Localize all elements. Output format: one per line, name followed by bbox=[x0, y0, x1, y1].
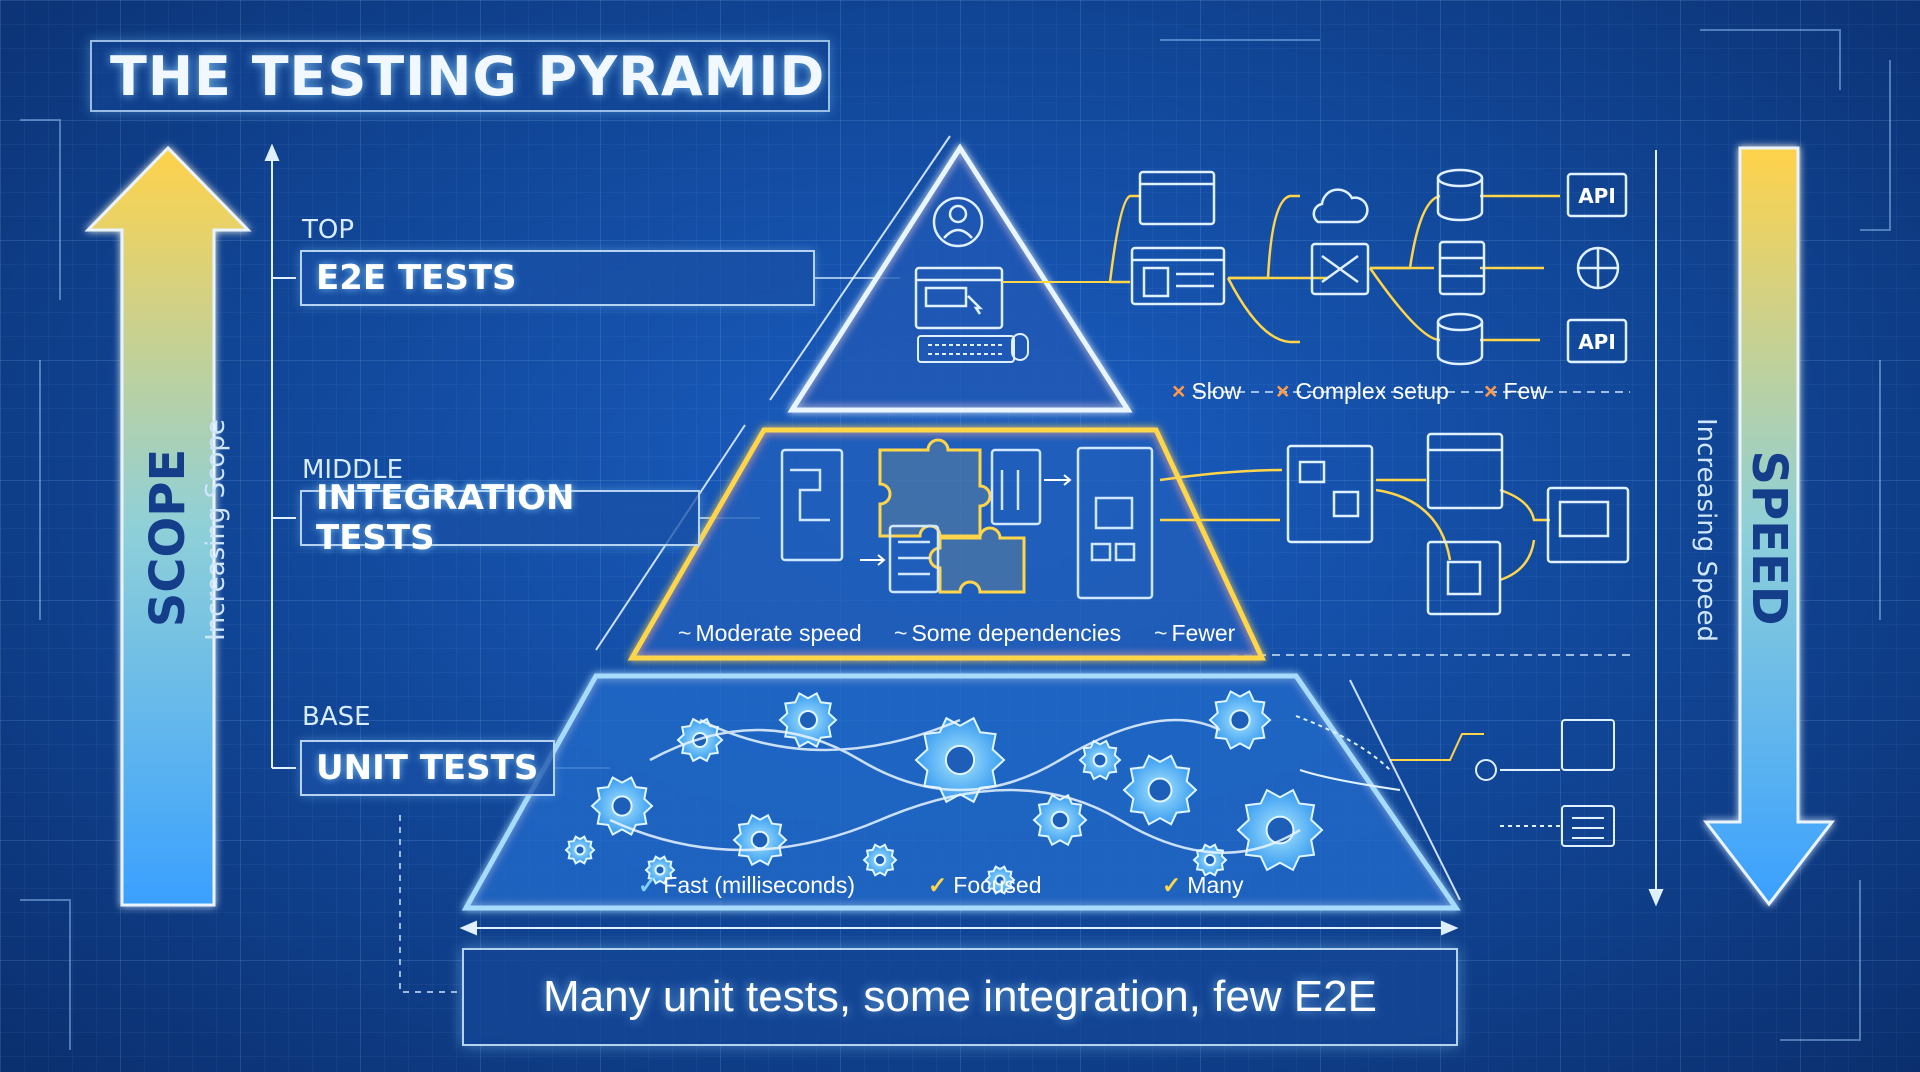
keyboard-icon bbox=[917, 333, 1029, 363]
level-tag-middle: MIDDLE bbox=[302, 455, 404, 485]
speed-bracket bbox=[1648, 150, 1664, 907]
level-name-unit: UNIT TESTS bbox=[316, 748, 539, 788]
gear-hub-icon bbox=[1203, 853, 1217, 867]
gear-hub-icon bbox=[1050, 810, 1070, 830]
pyramid-base bbox=[461, 673, 1461, 911]
dimension-line bbox=[459, 920, 1459, 936]
module-board-icon bbox=[1286, 444, 1374, 544]
gear-hub-icon bbox=[798, 710, 818, 730]
level-name-e2e: E2E TESTS bbox=[316, 258, 517, 298]
database-icon bbox=[1436, 168, 1484, 188]
pyramid-middle bbox=[627, 427, 1266, 661]
level-box-e2e: E2E TESTS bbox=[300, 250, 815, 306]
database-icon-2 bbox=[1436, 312, 1484, 332]
unit-flow-diagram bbox=[1295, 715, 1615, 847]
tilde-mark-icon: ~ bbox=[894, 620, 908, 646]
circuit-board-icon bbox=[780, 446, 1154, 600]
level-tag-base: BASE bbox=[302, 702, 371, 732]
speed-caption: Increasing Speed bbox=[1691, 417, 1721, 643]
integration-prop-fewer: ~Fewer bbox=[1154, 620, 1236, 646]
tilde-mark-icon: ~ bbox=[678, 620, 692, 646]
dashboard-icon bbox=[1426, 432, 1504, 510]
log-list-icon bbox=[1561, 805, 1615, 847]
integration-flow-diagram bbox=[1159, 432, 1630, 616]
unit-prop-fast: ✓Fast (milliseconds) bbox=[638, 872, 855, 898]
web-page-icon bbox=[1138, 170, 1216, 226]
gear-hub-icon bbox=[750, 830, 770, 850]
scope-arrow bbox=[84, 145, 252, 907]
circuit-decor bbox=[20, 29, 1891, 1050]
level-name-integration: INTEGRATION TESTS bbox=[316, 478, 575, 558]
user-icon bbox=[932, 196, 984, 248]
level-box-integration: INTEGRATION TESTS bbox=[300, 478, 700, 558]
api-badge-bottom bbox=[1566, 318, 1628, 364]
scope-caption: Increasing Scope bbox=[201, 419, 231, 641]
gear-hub-icon bbox=[1092, 752, 1108, 768]
gear-hub-icon bbox=[873, 853, 887, 867]
e2e-prop-complex: ×Complex setup bbox=[1276, 378, 1449, 404]
scope-label: SCOPE bbox=[140, 448, 196, 628]
check-mark-icon: ✓ bbox=[638, 872, 658, 898]
x-mark-icon: × bbox=[1172, 378, 1186, 404]
e2e-prop-slow: ×Slow bbox=[1172, 378, 1242, 404]
tilde-mark-icon: ~ bbox=[1154, 620, 1168, 646]
app-window-icon bbox=[1130, 246, 1226, 306]
debug-window-icon bbox=[1561, 719, 1615, 771]
unit-prop-focused: ✓Focused bbox=[928, 872, 1042, 898]
check-mark-icon: ✓ bbox=[1162, 872, 1182, 898]
api-label-bottom: API bbox=[1578, 330, 1616, 354]
gears-group bbox=[564, 690, 1324, 895]
page-title: THE TESTING PYRAMID bbox=[110, 44, 826, 108]
flow-swirls bbox=[609, 718, 1301, 854]
puzzle-icon bbox=[878, 438, 1026, 594]
gear-hub-icon bbox=[1147, 777, 1173, 803]
speed-label: SPEED bbox=[1741, 450, 1797, 626]
summary-text: Many unit tests, some integration, few E… bbox=[543, 972, 1377, 1021]
bug-node-icon bbox=[1475, 759, 1497, 781]
x-mark-icon: × bbox=[1276, 378, 1290, 404]
gear-hub-icon bbox=[654, 864, 666, 876]
gear-hub-icon bbox=[574, 844, 586, 856]
summary-box: Many unit tests, some integration, few E… bbox=[462, 948, 1458, 1046]
gear-hub-icon bbox=[944, 744, 976, 776]
scope-bracket bbox=[264, 143, 296, 769]
stacked-windows-icon bbox=[1546, 486, 1630, 564]
e2e-prop-few: ×Few bbox=[1484, 378, 1547, 404]
api-label-top: API bbox=[1578, 184, 1616, 208]
title-box: THE TESTING PYRAMID bbox=[90, 40, 830, 112]
api-badge-top bbox=[1566, 172, 1628, 218]
e2e-flow-diagram: API API bbox=[1108, 168, 1628, 366]
server-icon bbox=[1438, 240, 1486, 296]
integration-prop-speed: ~Moderate speed bbox=[678, 620, 862, 646]
integration-prop-deps: ~Some dependencies bbox=[894, 620, 1122, 646]
level-tag-top: TOP bbox=[302, 215, 355, 245]
router-icon bbox=[1310, 242, 1370, 296]
check-mark-icon: ✓ bbox=[928, 872, 948, 898]
gear-hub-icon bbox=[611, 795, 633, 817]
browser-window-icon bbox=[914, 266, 1004, 330]
cloud-icon bbox=[1312, 188, 1369, 224]
level-box-unit: UNIT TESTS bbox=[300, 740, 555, 796]
gear-hub-icon bbox=[994, 874, 1006, 886]
pyramid-top bbox=[787, 143, 1133, 413]
gear-hub-icon bbox=[1229, 709, 1251, 731]
x-mark-icon: × bbox=[1484, 378, 1498, 404]
chip-icon bbox=[1426, 540, 1502, 616]
unit-prop-many: ✓Many bbox=[1162, 872, 1244, 898]
speed-arrow bbox=[1702, 146, 1836, 907]
